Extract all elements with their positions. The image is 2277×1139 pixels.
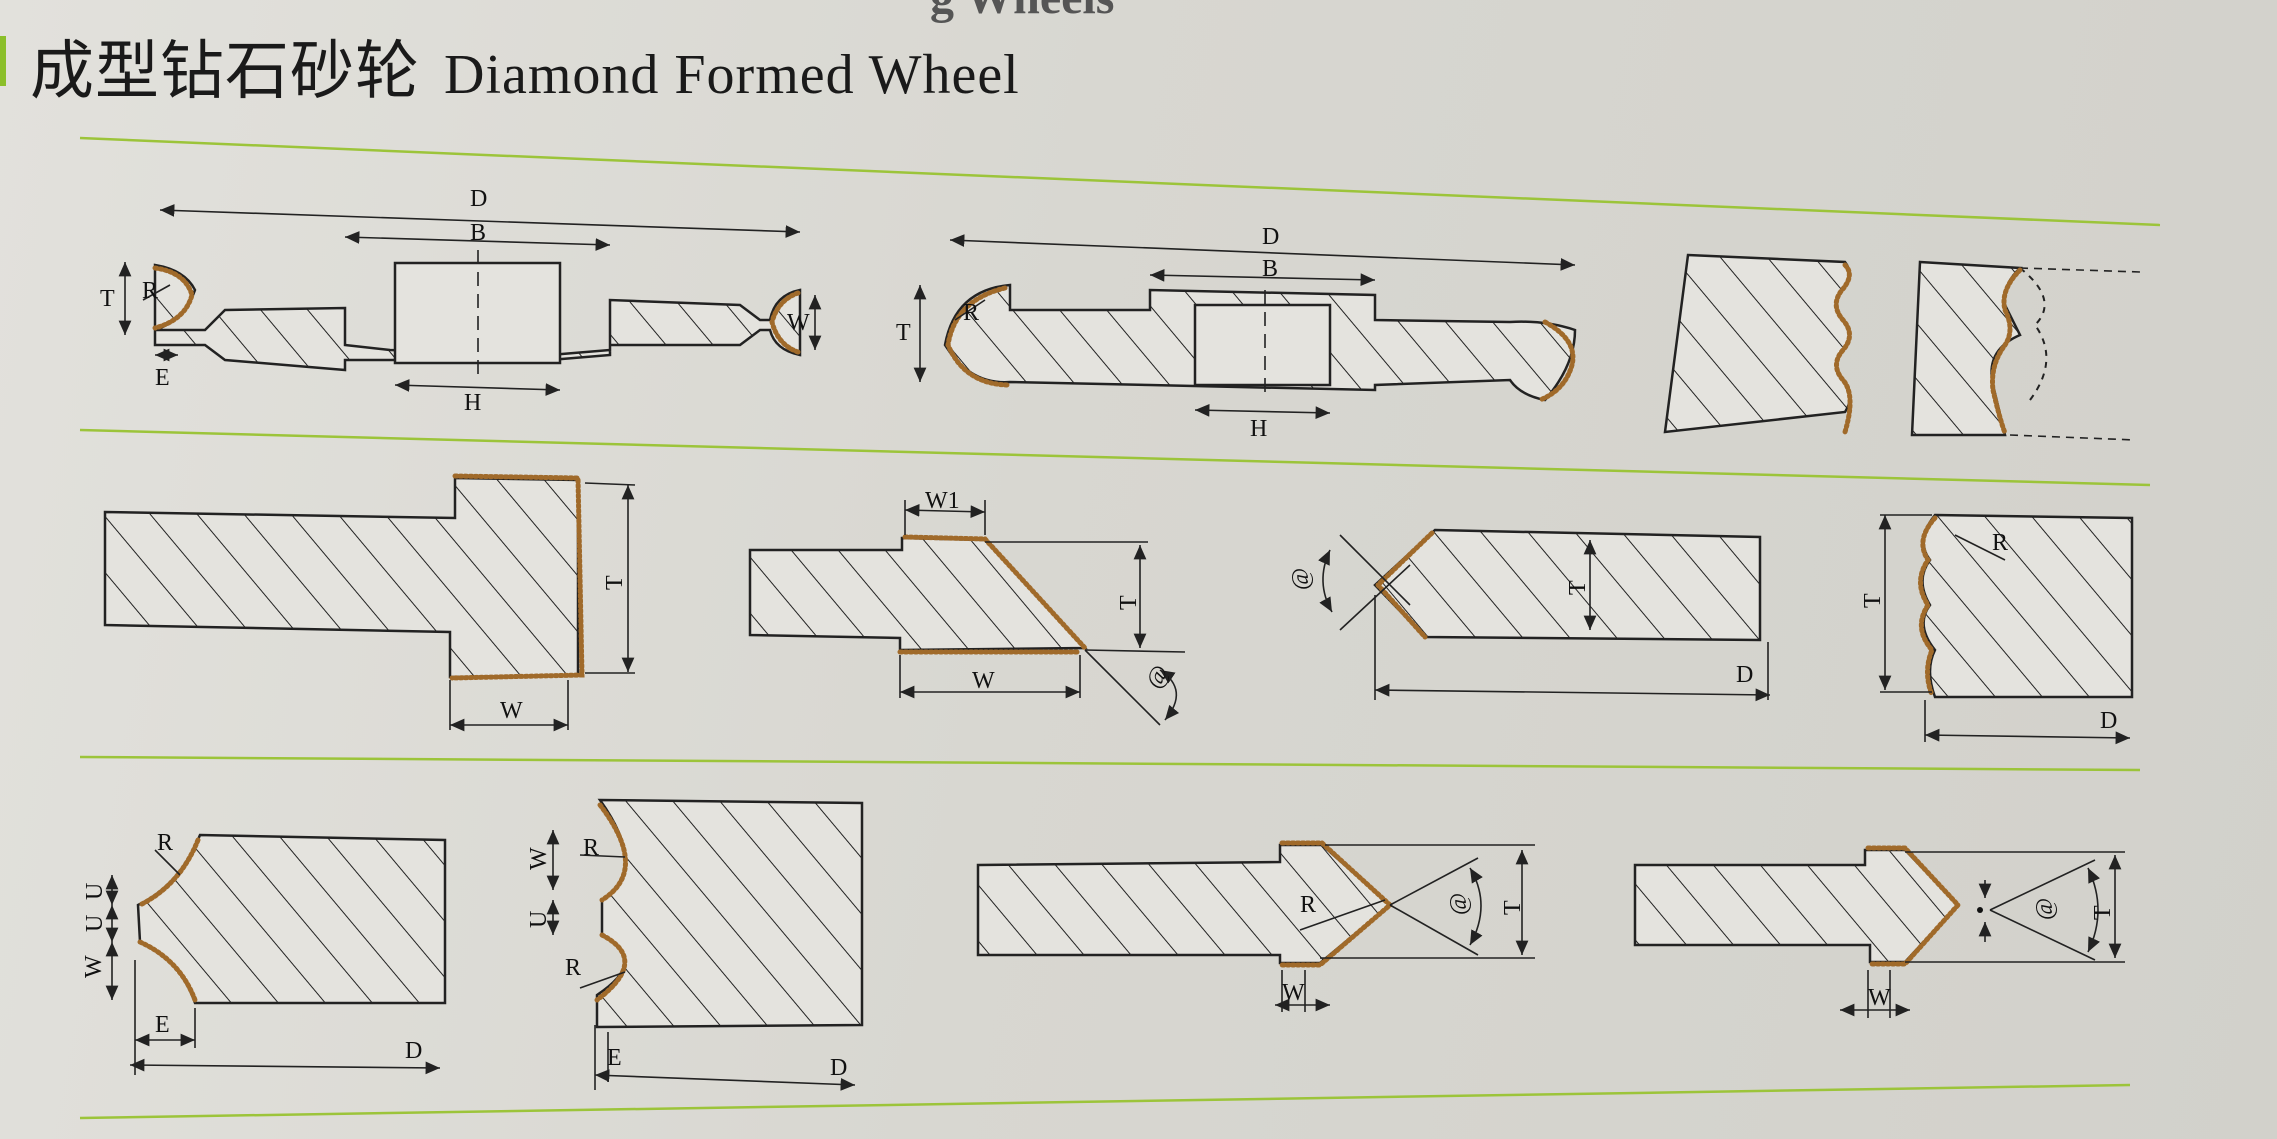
dim-label-r: R xyxy=(157,830,173,856)
dim-label-e: E xyxy=(155,365,170,391)
dim-label-t: T xyxy=(1565,580,1591,595)
dim-label-angle: @ xyxy=(1446,893,1472,915)
wheel-convex-edge: D B H T R xyxy=(896,224,1577,442)
dim-label-w: W xyxy=(81,955,107,978)
dim-label-t: T xyxy=(2090,905,2116,920)
dim-label-angle: @ xyxy=(2032,898,2058,920)
dim-label-angle: @ xyxy=(1141,661,1175,693)
wheel-step-profile: T W xyxy=(103,473,636,732)
separator-line xyxy=(79,136,2161,227)
dim-label-w: W xyxy=(787,310,810,336)
dim-label-r: R xyxy=(565,955,581,981)
page-title: 成型钻石砂轮 Diamond Formed Wheel xyxy=(30,20,1020,112)
dim-label-r: R xyxy=(1300,892,1316,918)
dim-label-t: T xyxy=(1860,593,1886,608)
wheel-concave-radius-edge: R U U W E D xyxy=(81,830,447,1075)
dim-label-t: T xyxy=(1116,595,1142,610)
dim-label-w: W xyxy=(1868,985,1891,1011)
dim-label-angle: @ xyxy=(1288,568,1314,590)
wheel-sharp-v-edge: @ T W xyxy=(1633,845,2125,1018)
dim-label-e: E xyxy=(155,1012,170,1038)
dim-label-t: T xyxy=(896,320,911,346)
wheel-concave-edge: D B H T R E W xyxy=(100,186,822,416)
separator-line xyxy=(79,428,2151,487)
title-english: Diamond Formed Wheel xyxy=(444,44,1020,106)
dim-label-r: R xyxy=(963,300,979,326)
dim-label-r: R xyxy=(1992,530,2008,556)
dim-label-d: D xyxy=(470,186,487,212)
dim-label-d: D xyxy=(2100,708,2117,734)
dim-label-d: D xyxy=(1262,224,1279,250)
section-marker xyxy=(0,36,6,86)
dim-label-w: W xyxy=(1282,980,1305,1006)
wheel-scalloped-edge: T R D xyxy=(1860,513,2134,745)
dim-label-e: E xyxy=(607,1045,622,1071)
dim-label-r: R xyxy=(583,835,599,861)
dim-label-r: R xyxy=(142,278,158,304)
dim-label-h: H xyxy=(464,390,481,416)
dim-label-t: T xyxy=(100,286,115,312)
wheel-bevel-profile: W1 T W @ xyxy=(748,488,1186,726)
dim-label-t: T xyxy=(602,575,628,590)
dim-label-w1: W1 xyxy=(925,488,960,514)
wheel-v-radius-edge: R @ T W xyxy=(976,840,1535,1012)
dim-label-b: B xyxy=(1262,256,1278,282)
dim-label-d: D xyxy=(405,1038,422,1064)
separator-line xyxy=(79,755,2141,772)
title-chinese: 成型钻石砂轮 xyxy=(30,36,420,107)
dim-label-d: D xyxy=(1736,662,1753,688)
dim-label-u: U xyxy=(526,911,552,928)
wheel-pointed-edge: @ T D xyxy=(1288,528,1771,702)
previous-heading-fragment: g Wheels xyxy=(930,0,1114,25)
dim-label-w: W xyxy=(500,698,523,724)
dim-label-u: U xyxy=(82,883,108,900)
wheel-convex-double-radius-edge: R R W U E D xyxy=(526,798,864,1091)
wheel-double-radius-edge xyxy=(1910,260,2141,441)
dim-label-b: B xyxy=(470,220,486,246)
dim-label-d: D xyxy=(830,1055,847,1081)
dim-label-u: U xyxy=(82,915,108,932)
dim-label-t: T xyxy=(1500,900,1526,915)
dim-label-w: W xyxy=(526,847,552,870)
dim-label-h: H xyxy=(1250,416,1267,442)
dim-label-w: W xyxy=(972,668,995,694)
separator-line xyxy=(79,1083,2131,1120)
wheel-wavy-edge xyxy=(1663,253,1853,435)
